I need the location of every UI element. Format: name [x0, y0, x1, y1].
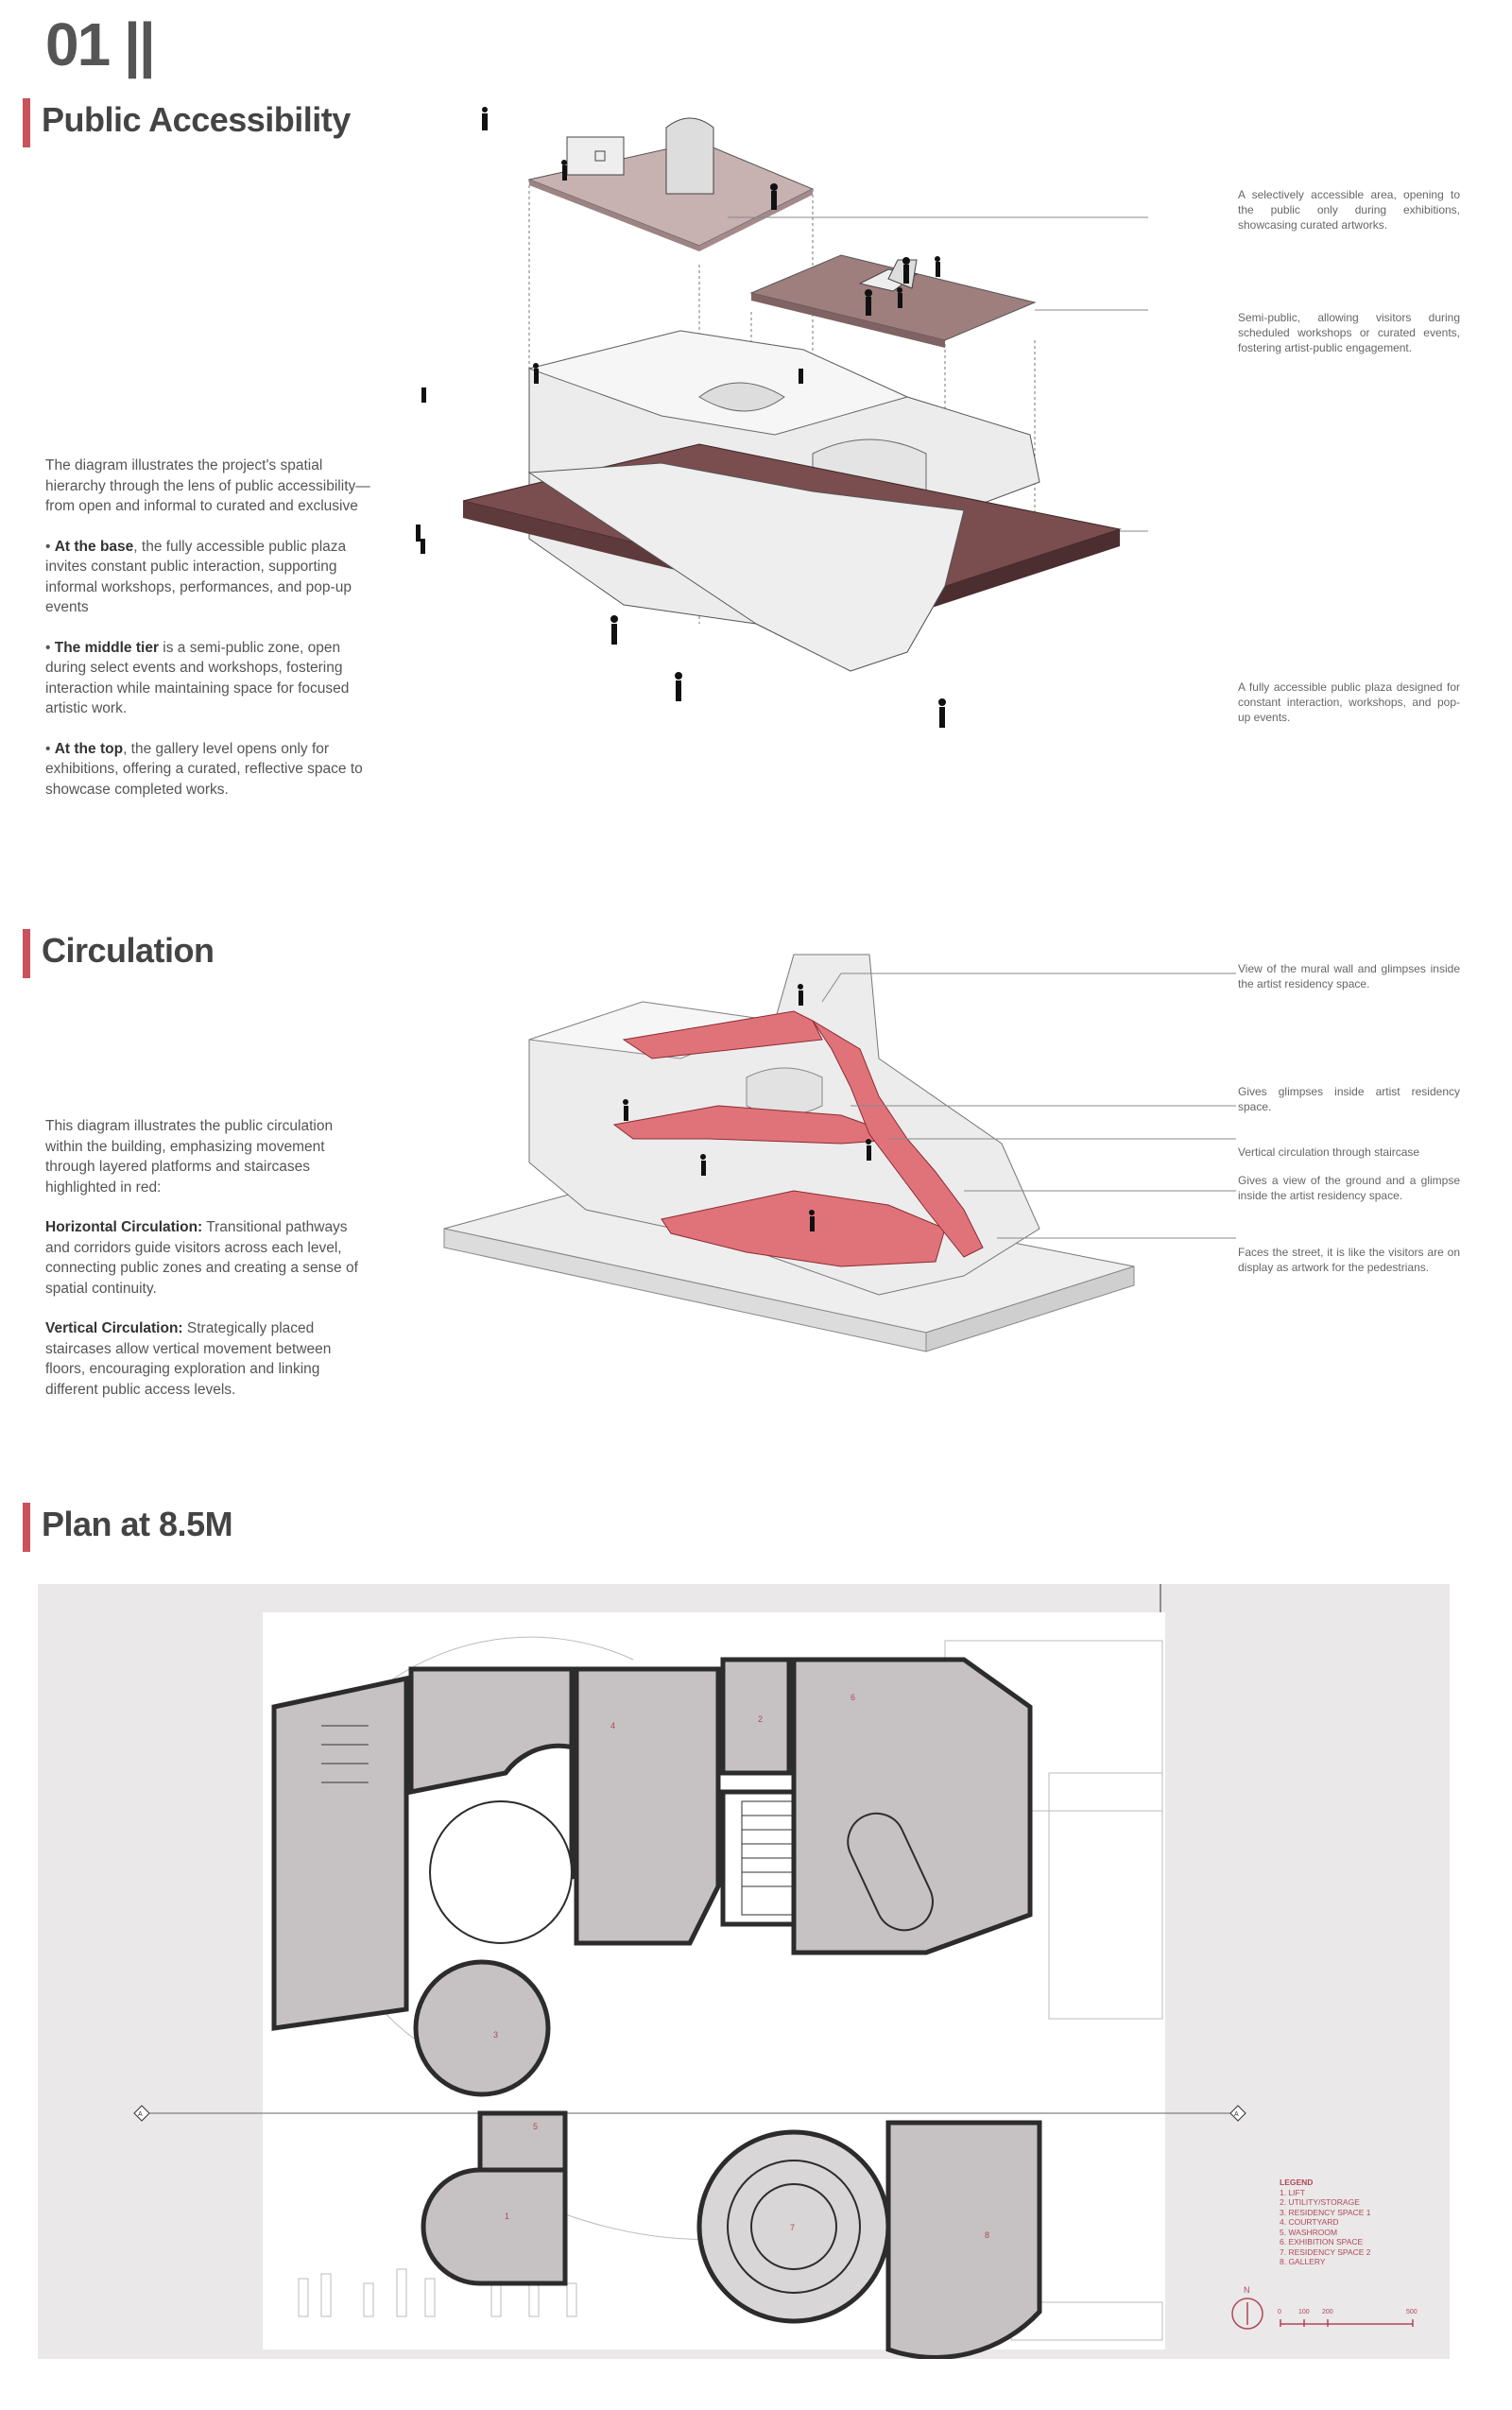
circulation-level-2 — [612, 1105, 908, 1145]
svg-text:3: 3 — [493, 2030, 498, 2040]
svg-text:500: 500 — [1406, 2309, 1418, 2315]
annotation-gallery: A selectively accessible area, opening t… — [1238, 188, 1460, 232]
bullet-middle: • The middle tier is a semi-public zone,… — [45, 639, 350, 717]
svg-text:A: A — [138, 2111, 143, 2118]
circulation-axonometric-diagram — [443, 954, 1236, 1352]
section-title-circulation: Circulation — [23, 929, 215, 978]
horizontal-circulation-text: Horizontal Circulation: Transitional pat… — [45, 1219, 358, 1297]
svg-text:100: 100 — [1298, 2309, 1310, 2315]
svg-text:5: 5 — [533, 2122, 538, 2131]
room-exhibition — [791, 1657, 1033, 1955]
legend-item: 1. LIFT — [1280, 2187, 1305, 2197]
accessibility-axonometric-diagram — [416, 107, 1148, 672]
vertical-circulation-text: Vertical Circulation: Strategically plac… — [45, 1320, 332, 1398]
circulation-level-3 — [622, 1010, 823, 1059]
room-central — [574, 1666, 721, 1946]
legend-item: 8. GALLERY — [1280, 2257, 1326, 2266]
annotation-mural-wall: View of the mural wall and glimpses insi… — [1238, 962, 1460, 990]
legend-item: 6. EXHIBITION SPACE — [1280, 2237, 1364, 2246]
svg-text:6: 6 — [850, 1693, 855, 1702]
annotation-ground-view: Gives a view of the ground and a glimpse… — [1238, 1174, 1460, 1202]
floor-plan-8-5m: A A 1 — [38, 1584, 1450, 2359]
section-title-public-accessibility: Public Accessibility — [23, 98, 351, 147]
svg-text:N: N — [1244, 2285, 1250, 2295]
annotation-plaza: A fully accessible public plaza designed… — [1238, 680, 1460, 724]
annotation-residency-glimpse: Gives glimpses inside artist residency s… — [1238, 1085, 1460, 1113]
svg-text:A: A — [1234, 2111, 1239, 2118]
circulation-intro: This diagram illustrates the public circ… — [45, 1118, 334, 1196]
svg-text:8: 8 — [985, 2230, 989, 2240]
legend-item: 3. RESIDENCY SPACE 1 — [1280, 2207, 1371, 2217]
svg-text:7: 7 — [790, 2223, 795, 2232]
room-utility — [720, 1657, 792, 1776]
room-washroom — [477, 2110, 568, 2173]
public-accessibility-description: The diagram illustrates the project's sp… — [45, 456, 371, 819]
page-number: 01 || — [45, 10, 156, 78]
legend-item: 7. RESIDENCY SPACE 2 — [1280, 2246, 1371, 2257]
legend-title: LEGEND — [1280, 2178, 1314, 2187]
svg-text:0: 0 — [1278, 2309, 1281, 2315]
section-title-plan: Plan at 8.5M — [23, 1503, 233, 1552]
north-arrow — [1231, 2298, 1263, 2330]
annotation-middle-tier: Semi-public, allowing visitors during sc… — [1238, 311, 1460, 354]
svg-text:200: 200 — [1322, 2309, 1333, 2315]
svg-text:2: 2 — [758, 1714, 763, 1724]
plan-legend: LEGEND 1. LIFT 2. UTILITY/STORAGE 3. RES… — [1280, 2178, 1371, 2267]
svg-text:4: 4 — [610, 1721, 615, 1730]
legend-item: 2. UTILITY/STORAGE — [1280, 2197, 1360, 2207]
public-accessibility-intro: The diagram illustrates the project's sp… — [45, 457, 370, 514]
annotation-vertical-circulation: Vertical circulation through staircase — [1238, 1145, 1420, 1159]
annotation-street-display: Faces the street, it is like the visitor… — [1238, 1246, 1460, 1274]
svg-text:1: 1 — [505, 2212, 509, 2221]
circulation-description: This diagram illustrates the public circ… — [45, 1116, 371, 1420]
middle-platform — [749, 254, 1037, 341]
legend-item: 5. WASHROOM — [1280, 2227, 1338, 2237]
section-marker-left — [133, 2105, 150, 2122]
room-left-wing — [271, 1675, 409, 2031]
section-marker-right — [1229, 2105, 1246, 2122]
scale-bar — [1280, 2319, 1414, 2327]
legend-item: 4. COURTYARD — [1280, 2217, 1339, 2227]
room-lift — [421, 2167, 568, 2286]
circulation-level-1 — [661, 1190, 946, 1267]
room-gallery — [885, 2120, 1042, 2359]
figures-section1 — [610, 183, 946, 728]
bullet-base: • At the base, the fully accessible publ… — [45, 538, 352, 616]
bullet-top: • At the top, the gallery level opens on… — [45, 740, 363, 798]
